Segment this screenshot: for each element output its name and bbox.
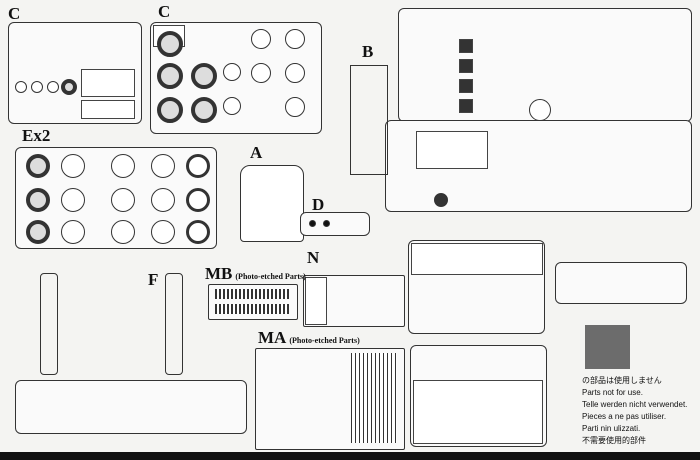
tire-part [186,188,210,212]
sprue-g [408,240,545,334]
wheel-part [285,29,305,49]
sprue-d [300,212,370,236]
wheel-part [111,220,135,244]
sprue-label-f: F [148,270,159,289]
tire-part [157,31,183,57]
wheel-part [111,154,135,178]
wheel-part [285,97,305,117]
unused-parts [413,380,543,444]
wheel-part [251,63,271,83]
mb-label: MB [205,264,233,283]
wheel-part [223,63,241,81]
sprue-c-left [8,22,142,124]
wheel-part [61,220,85,244]
sprue-f-bar [165,273,183,375]
round-part [529,99,551,121]
wheel-part [61,154,85,178]
etched-strip [215,304,289,314]
wheel-part [151,220,175,244]
unused-parts [81,69,135,97]
block-part [459,79,473,93]
legend-line-ja: の部品は使用しません [582,376,662,385]
block-part [459,39,473,53]
ma-note: (Photo-etched Parts) [289,336,360,345]
sprue-ma [255,348,405,450]
wheel-part [31,81,43,93]
sprue-label-a: A [250,143,263,162]
block-part [459,59,473,73]
tire-part [26,154,50,178]
etched-strip [215,289,289,299]
wheel-part [251,29,271,49]
sprue-c-mid [150,22,322,134]
tire-part [186,154,210,178]
sprue-ex2 [15,147,217,249]
wheel-part [47,81,59,93]
ma-label: MA [258,328,287,347]
legend-line-de: Telle werden nicht verwendet. [582,400,688,409]
tire-part [157,97,183,123]
sprue-label-mb: MB(Photo-etched Parts) [205,264,306,284]
etched-strips [351,353,397,443]
wheel-part [61,188,85,212]
sprue-e [410,345,547,447]
scan-border [0,452,700,460]
wheel-part [151,154,175,178]
sprue-label-b: B [362,42,374,61]
sprue-b-upper [398,8,692,122]
tire-part [157,63,183,89]
wheel-part [223,97,241,115]
sprue-f-bar [40,273,58,375]
sprue-f-lower [15,380,247,434]
dot-part [309,220,316,227]
legend-line-en: Parts not for use. [582,388,643,397]
dot-part [323,220,330,227]
sprue-mb [208,284,298,320]
sprue-label-ex2: Ex2 [22,126,51,145]
unused-parts [411,243,543,275]
wheel-part [15,81,27,93]
sprue-n [303,275,405,327]
panel-part [416,131,488,169]
chassis-frame [350,65,388,175]
legend: の部品は使用しません Parts not for use. Telle werd… [582,325,687,447]
unused-swatch [585,325,630,369]
wheel-part [151,188,175,212]
body-part-a [240,165,304,242]
sprue-label-n: N [307,248,320,267]
legend-line-it: Parti nin ulizzati. [582,424,641,433]
unused-parts [81,100,135,119]
sprue-b-lower [385,120,692,212]
sprue-label-ma: MA(Photo-etched Parts) [258,328,360,348]
tire-part [26,220,50,244]
sprue-label-d: D [312,195,325,214]
tire-part [26,188,50,212]
sprue-f-small [555,262,687,304]
tire-part [186,220,210,244]
tire-part [61,79,77,95]
block-part [459,99,473,113]
unused-parts [305,277,327,325]
sprue-label-c-left: C [8,4,21,23]
legend-line-fr: Pieces a ne pas utiliser. [582,412,667,421]
tire-part [191,63,217,89]
wheel-part [111,188,135,212]
round-part [434,193,448,207]
sprue-label-c-mid: C [158,2,171,21]
legend-line-zh: 不需要使用的部件 [582,436,646,445]
tire-part [191,97,217,123]
mb-note: (Photo-etched Parts) [235,272,306,281]
wheel-part [285,63,305,83]
